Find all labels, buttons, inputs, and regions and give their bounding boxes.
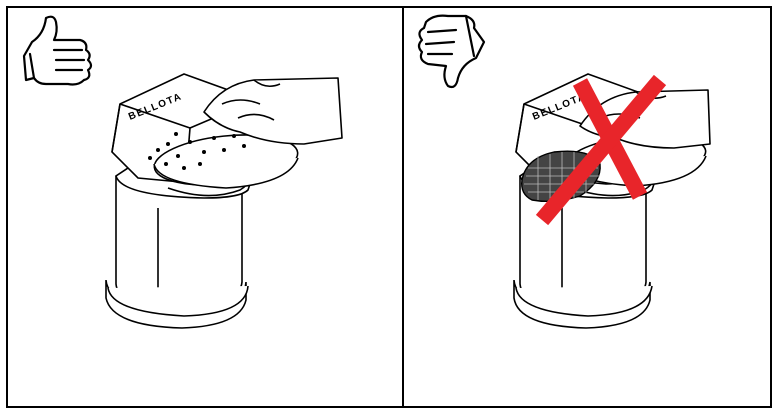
thumbs-down-icon: [419, 16, 484, 87]
correct-use-illustration: BELLOTA: [8, 8, 404, 408]
incorrect-use-illustration: BELLOTA: [404, 8, 772, 408]
thumbs-up-icon: [24, 17, 91, 85]
panel-incorrect-use: BELLOTA: [402, 6, 772, 408]
panel-correct-use: BELLOTA: [6, 6, 404, 408]
bin-body: [106, 176, 248, 328]
